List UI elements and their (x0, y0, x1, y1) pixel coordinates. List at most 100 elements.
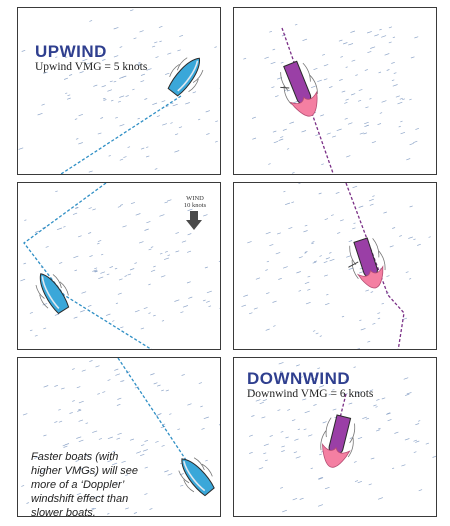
water-mark (185, 102, 190, 105)
water-mark (370, 291, 374, 293)
water-mark (186, 250, 192, 253)
water-mark (106, 273, 110, 276)
water-mark (280, 431, 284, 433)
water-mark (283, 190, 286, 193)
water-mark (360, 328, 366, 331)
water-mark (339, 78, 343, 81)
water-mark (143, 307, 148, 310)
water-mark (146, 68, 152, 71)
water-mark (110, 99, 114, 102)
water-mark (112, 320, 115, 322)
water-mark (161, 100, 166, 103)
water-mark (298, 183, 302, 184)
water-mark (180, 484, 184, 487)
water-mark (115, 302, 119, 305)
water-mark (251, 116, 257, 119)
water-mark (263, 452, 267, 455)
water-mark (65, 92, 68, 94)
water-mark (249, 389, 254, 392)
water-mark (304, 224, 308, 227)
water-mark (259, 401, 264, 405)
water-mark (206, 300, 210, 303)
water-mark (153, 382, 158, 385)
water-mark (413, 140, 418, 144)
water-mark (392, 36, 396, 39)
water-mark (352, 185, 358, 189)
water-mark (345, 98, 349, 101)
water-mark (344, 378, 348, 381)
water-mark (312, 261, 317, 264)
water-mark (377, 123, 382, 126)
water-mark (138, 61, 141, 64)
water-mark (358, 89, 363, 91)
water-mark (87, 470, 92, 473)
water-mark (372, 195, 375, 197)
water-mark (97, 240, 102, 242)
water-mark (76, 436, 82, 439)
water-mark (243, 57, 247, 60)
water-mark (409, 98, 412, 101)
water-mark (117, 205, 121, 208)
water-mark (64, 56, 68, 59)
water-mark (415, 440, 420, 443)
water-mark (394, 431, 399, 434)
water-mark (311, 241, 315, 243)
water-mark (417, 420, 421, 422)
water-mark (261, 416, 266, 419)
water-mark (366, 31, 372, 34)
water-mark (373, 404, 377, 407)
water-mark (298, 256, 303, 259)
water-mark (370, 46, 376, 49)
water-mark (249, 451, 253, 454)
water-mark (139, 453, 145, 457)
downwind-boat (348, 237, 386, 289)
water-mark (282, 509, 288, 513)
upwind-scene-3 (21, 358, 220, 515)
water-mark (149, 508, 153, 510)
water-mark (54, 384, 59, 387)
water-mark (291, 419, 296, 422)
water-mark (109, 266, 114, 269)
water-mark (151, 45, 156, 48)
water-mark (23, 262, 27, 265)
water-mark (60, 387, 65, 390)
water-mark (85, 62, 90, 65)
water-mark (391, 467, 395, 470)
water-mark (348, 240, 353, 243)
water-mark (154, 168, 158, 170)
upwind-track (59, 95, 182, 174)
water-mark (140, 73, 146, 76)
water-mark (160, 275, 166, 278)
water-mark (255, 277, 261, 280)
water-mark (181, 374, 185, 376)
water-mark (203, 214, 208, 217)
water-mark (277, 409, 281, 411)
water-mark (286, 148, 290, 150)
water-mark (113, 55, 119, 58)
water-mark (144, 493, 148, 495)
water-mark (112, 462, 118, 466)
water-mark (395, 95, 400, 98)
water-mark (129, 268, 135, 271)
water-mark (391, 61, 395, 64)
water-mark (281, 450, 285, 453)
water-mark (328, 252, 332, 254)
water-mark (296, 271, 301, 274)
water-mark (178, 126, 183, 129)
water-mark (392, 227, 396, 229)
water-mark (387, 419, 392, 422)
water-mark (79, 71, 84, 74)
water-mark (243, 294, 249, 297)
upwind-boat (35, 273, 70, 315)
water-mark (335, 191, 340, 194)
water-mark (398, 125, 401, 128)
water-mark (24, 219, 27, 221)
water-mark (386, 412, 391, 415)
water-mark (75, 206, 79, 209)
water-mark (365, 106, 369, 109)
water-mark (357, 99, 362, 102)
water-mark (406, 158, 411, 161)
water-mark (159, 252, 163, 255)
water-mark (320, 114, 325, 117)
water-mark (400, 131, 406, 135)
